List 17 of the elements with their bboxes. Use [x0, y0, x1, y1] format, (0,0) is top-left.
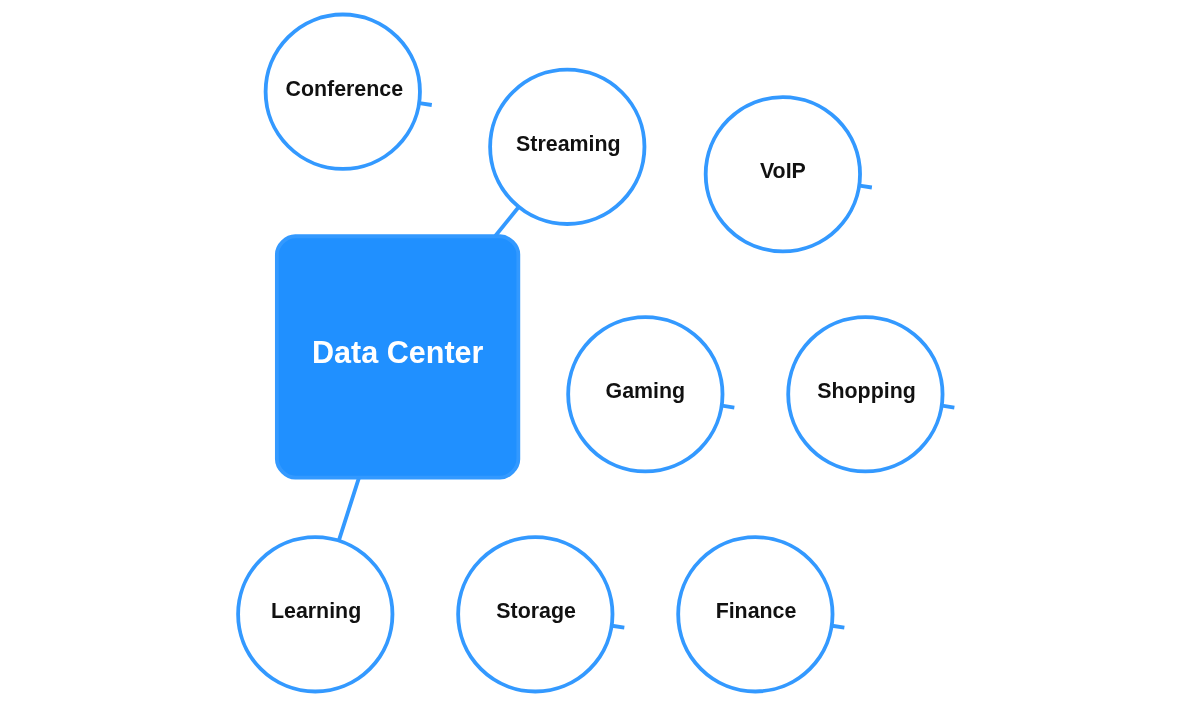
connector — [493, 205, 521, 238]
node-circle: Streaming — [488, 67, 647, 226]
connector — [419, 101, 433, 107]
connector — [721, 403, 735, 410]
connector — [337, 477, 361, 542]
connector — [831, 623, 845, 630]
node-circle: Shopping — [786, 315, 945, 474]
connector — [859, 183, 873, 190]
connector — [941, 403, 955, 410]
connector — [611, 623, 625, 630]
node-circle: Finance — [676, 535, 835, 694]
node-box: Data Center — [274, 234, 521, 480]
node-circle: Learning — [236, 535, 395, 694]
node-circle: Conference — [263, 12, 422, 171]
node-circle: VoIP — [703, 95, 862, 254]
node-circle: Gaming — [566, 315, 725, 474]
node-circle: Storage — [456, 535, 615, 694]
